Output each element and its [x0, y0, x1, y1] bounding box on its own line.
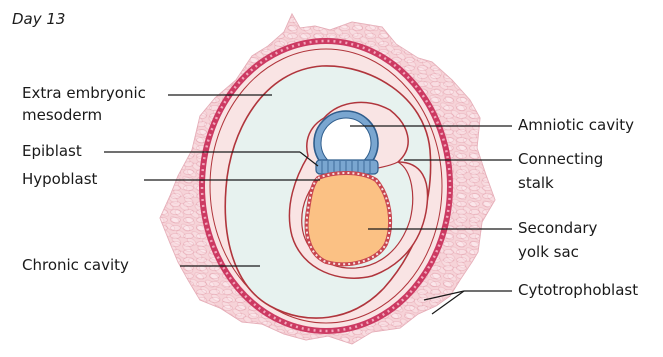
label-connecting-stalk-line1: Connecting [518, 150, 603, 169]
label-extra-embryonic-line2: mesoderm [22, 106, 102, 125]
label-extra-embryonic-line1: Extra embryonic [22, 84, 146, 103]
label-cytotrophoblast: Cytotrophoblast [518, 281, 638, 300]
label-epiblast: Epiblast [22, 142, 82, 161]
label-amniotic-cavity: Amniotic cavity [518, 116, 634, 135]
label-secondary-yolk-sac-line2: yolk sac [518, 243, 579, 262]
label-secondary-yolk-sac-line1: Secondary [518, 219, 597, 238]
label-hypoblast: Hypoblast [22, 170, 97, 189]
label-chronic-cavity: Chronic cavity [22, 256, 129, 275]
secondary-yolk-sac [307, 173, 390, 264]
diagram-title: Day 13 [12, 10, 65, 28]
label-connecting-stalk-line2: stalk [518, 174, 554, 193]
